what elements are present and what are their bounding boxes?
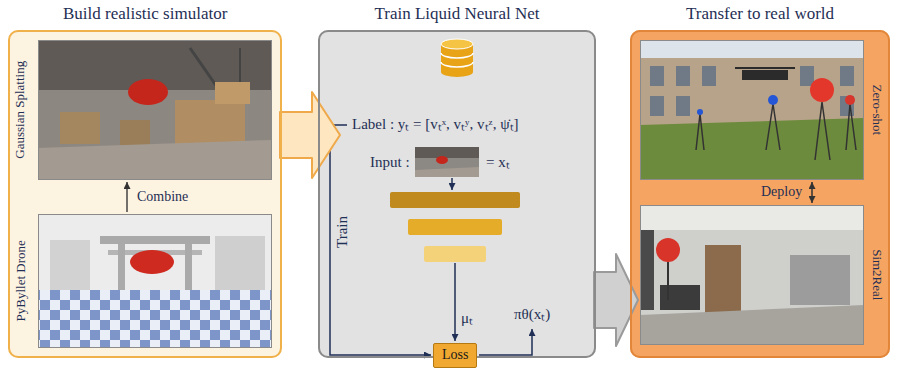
window (676, 96, 690, 116)
curtain (640, 230, 654, 310)
image-frame: Sim2Real (640, 205, 864, 345)
loss-box: Loss (433, 343, 477, 368)
output-symbol: μₜ (461, 309, 473, 327)
train-label: Train (333, 216, 351, 248)
window (676, 66, 690, 86)
layer-bar (390, 192, 520, 208)
drone-arms (735, 67, 795, 69)
window (650, 96, 664, 116)
sim-sky (38, 214, 272, 348)
input-arrow (451, 178, 453, 190)
image-frame: PyByllet Drone (38, 214, 272, 348)
room-ceiling (640, 205, 864, 230)
stage-panel: Train Liquid Neural NetLoss (318, 30, 596, 358)
image-caption: Sim2Real (869, 249, 885, 300)
red-target (656, 238, 680, 262)
layer-bar (424, 246, 486, 262)
cardboard-box (120, 120, 150, 145)
flow-arrow (811, 182, 813, 203)
door (705, 245, 741, 315)
panel-ground (630, 30, 890, 358)
window (702, 66, 716, 86)
red-marker (845, 95, 855, 105)
layer-bar (408, 219, 502, 235)
checker-floor (38, 290, 272, 348)
input-label: Input : (370, 153, 410, 171)
torii-post (118, 244, 125, 290)
input-frame (415, 147, 479, 177)
desk (660, 285, 700, 310)
sim-building (50, 240, 90, 290)
window (800, 66, 814, 86)
scene-sky (640, 40, 864, 180)
room-wall (640, 205, 864, 345)
input-floor (415, 167, 479, 177)
edge-label: Deploy (759, 184, 804, 201)
panel-title: Transfer to real world (686, 4, 834, 24)
window (840, 66, 854, 86)
database-band (441, 62, 473, 67)
sim-building (215, 236, 265, 290)
panel-title: Build realistic simulator (63, 4, 227, 24)
room-floor (640, 305, 864, 345)
window (650, 66, 664, 86)
edge-label: Combine (135, 189, 190, 206)
cabinet (790, 255, 850, 305)
torii-beam (100, 236, 210, 244)
panel-ground (318, 30, 596, 358)
red-target (436, 156, 448, 164)
cardboard-box (175, 100, 245, 145)
flow-arrow (126, 182, 128, 212)
input-ceiling (415, 147, 479, 158)
database-band (441, 53, 473, 58)
image-caption: Gaussian Splatting (12, 61, 28, 159)
policy-symbol: πθ(xₜ) (514, 305, 550, 323)
grass (640, 118, 864, 180)
label-formula: Label : yₜ = [vₜˣ, vₜʸ, vₜᶻ, ψ̇ₜ] (352, 115, 519, 133)
policy-arrow (479, 329, 532, 355)
database-top (441, 39, 473, 49)
red-target (810, 78, 834, 102)
input-symbol: = xₜ (486, 153, 510, 171)
train-bracket (330, 125, 431, 355)
blue-marker (768, 95, 778, 105)
scene-floor (38, 140, 272, 180)
blue-marker (697, 109, 703, 115)
output-arrow (454, 263, 456, 341)
building (640, 58, 864, 128)
image-frame: Gaussian Splatting (38, 40, 272, 180)
red-target (130, 250, 174, 274)
block-arrow (280, 92, 340, 178)
database-base (441, 67, 473, 77)
tripod (696, 102, 856, 160)
target-stand (667, 262, 669, 300)
red-target (128, 79, 168, 105)
torii-post (185, 244, 192, 290)
image-frame: Zero-shot (640, 40, 864, 180)
panel-ground (8, 30, 282, 358)
drone-body (742, 70, 788, 80)
scene-wall (38, 40, 272, 180)
box-label: Loss (442, 347, 468, 364)
cardboard-box (215, 82, 250, 104)
cardboard-box (60, 112, 100, 144)
image-caption: PyByllet Drone (12, 240, 28, 321)
image-caption: Zero-shot (869, 85, 885, 136)
panel-title: Train Liquid Neural Net (375, 4, 540, 24)
